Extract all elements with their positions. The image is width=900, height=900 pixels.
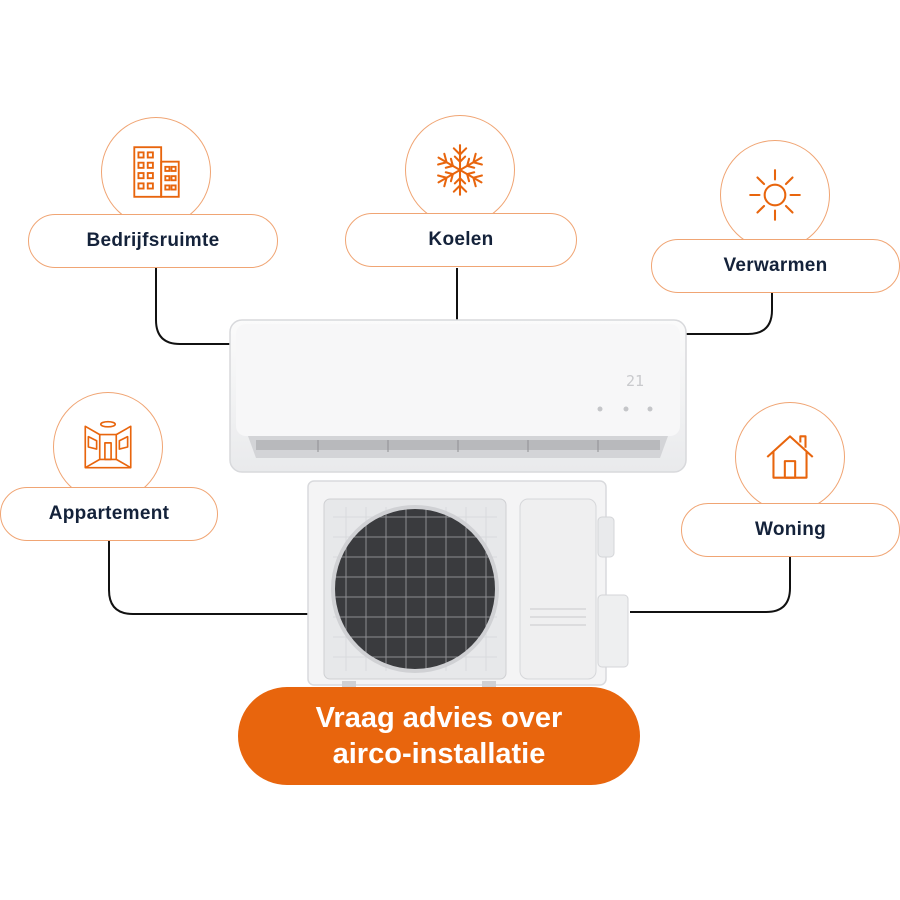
pill-bedrijfsruimte[interactable]: Bedrijfsruimte: [28, 214, 278, 268]
verwarmen-icon-bubble: [720, 140, 830, 250]
cta-advice-button[interactable]: Vraag advies over airco-installatie: [238, 687, 640, 785]
koelen-icon-bubble: [405, 115, 515, 225]
temperature-display: 21: [626, 372, 644, 390]
house-icon: [766, 435, 814, 479]
snowflake-icon: [434, 144, 486, 196]
indoor-ac-unit: 21: [229, 319, 687, 473]
pill-appartement[interactable]: Appartement: [0, 487, 218, 541]
office-building-icon: [133, 146, 180, 198]
pill-label: Bedrijfsruimte: [86, 230, 220, 251]
pill-koelen[interactable]: Koelen: [345, 213, 577, 267]
pill-label: Woning: [754, 519, 827, 540]
cta-line-1: Vraag advies over: [315, 702, 563, 734]
woning-icon-bubble: [735, 402, 845, 512]
bedrijfsruimte-icon-bubble: [101, 117, 211, 227]
pill-label: Verwarmen: [723, 255, 828, 276]
pill-woning[interactable]: Woning: [681, 503, 900, 557]
pill-label: Appartement: [48, 503, 170, 524]
appartement-icon-bubble: [53, 392, 163, 502]
apartment-interior-icon: [84, 420, 132, 469]
sun-icon: [749, 169, 801, 221]
outdoor-ac-unit: [307, 480, 629, 687]
cta-line-2: airco-installatie: [332, 738, 546, 770]
pill-verwarmen[interactable]: Verwarmen: [651, 239, 900, 293]
pill-label: Koelen: [428, 229, 494, 250]
